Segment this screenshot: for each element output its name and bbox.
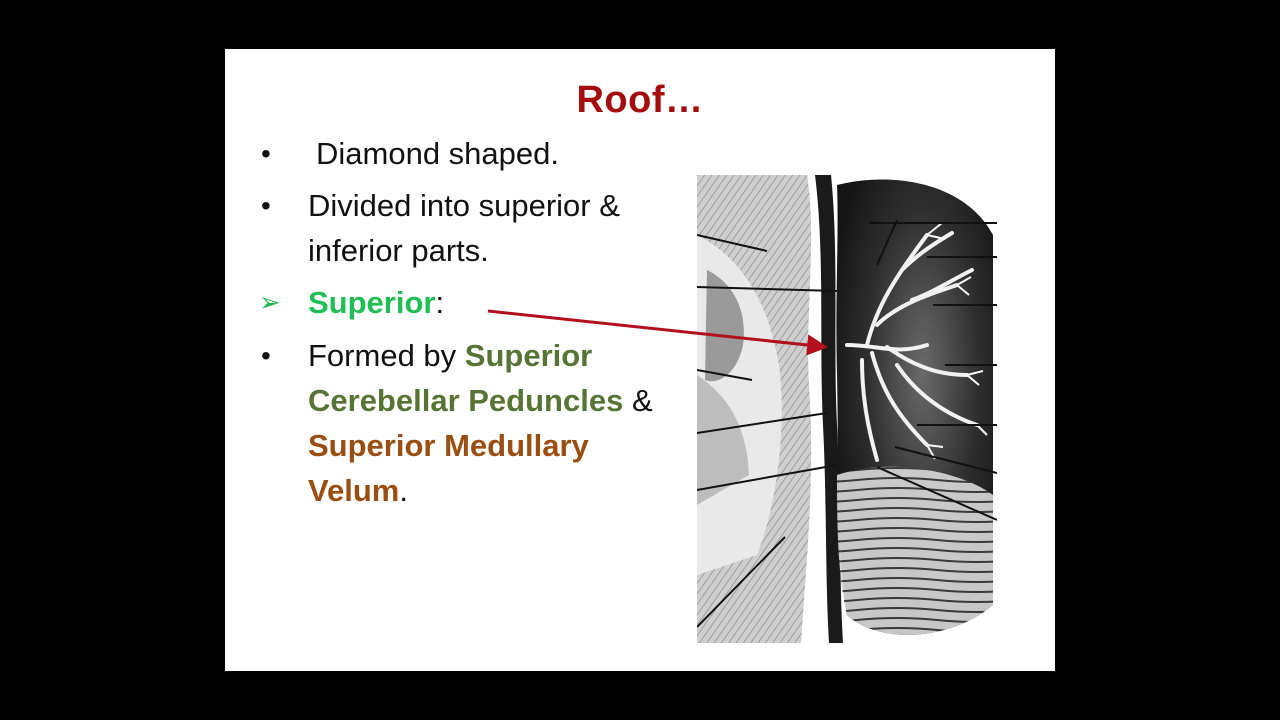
bullet-text: Diamond shaped. <box>316 136 559 171</box>
bullet-text: Formed by Superior Cerebellar Peduncles … <box>308 333 661 513</box>
bullet-dot-icon: • <box>261 340 271 371</box>
slide-title: Roof… <box>576 79 704 121</box>
bullet-divided-into-parts: • Divided into superior & inferior parts… <box>261 183 691 273</box>
bullet-superior: ➢ Superior: <box>259 280 691 325</box>
bullet-text: Superior: <box>308 280 691 325</box>
superior-colon: : <box>435 285 445 320</box>
formed-by-text: Formed by <box>308 338 465 373</box>
bullet-dot-icon: • <box>261 190 271 221</box>
cerebellum-illustration <box>697 175 997 643</box>
arrow-bullet-icon: ➢ <box>259 287 281 317</box>
bullet-dot-icon: • <box>261 138 271 169</box>
bullet-diamond-shaped: • Diamond shaped. <box>261 131 691 176</box>
slide: Roof… • Diamond shaped. • Divided into s… <box>225 49 1055 671</box>
bullet-text: Divided into superior & inferior parts. <box>308 188 620 268</box>
period-text: . <box>399 473 408 508</box>
superior-label: Superior <box>308 285 436 320</box>
bullet-formed-by: • Formed by Superior Cerebellar Peduncle… <box>261 333 661 513</box>
ampersand-text: & <box>623 383 653 418</box>
superior-medullary-velum-term: Superior Medullary Velum <box>308 428 589 508</box>
